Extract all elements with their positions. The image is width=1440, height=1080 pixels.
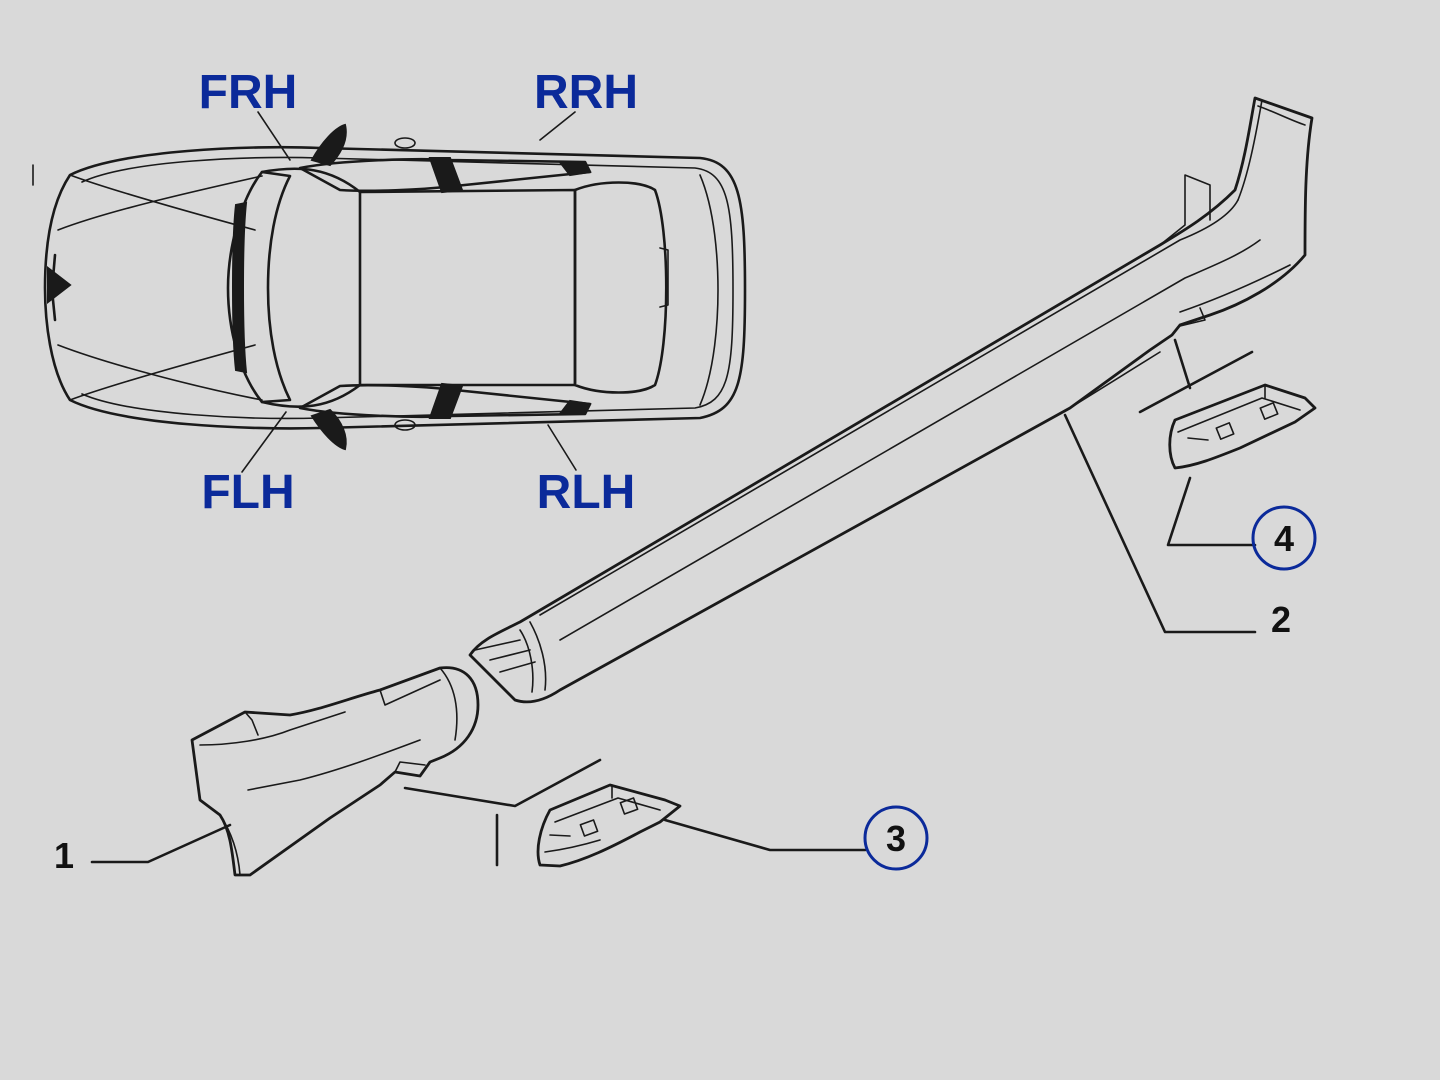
part-number-4: 4: [1274, 518, 1294, 559]
car-top-view: [32, 111, 747, 473]
mounting-bracket-4: [1168, 383, 1317, 470]
sill-panel-main: [468, 96, 1314, 704]
position-labels: FRH RRH FLH RLH: [199, 66, 638, 519]
mounting-bracket-3: [536, 783, 682, 868]
part-number-2: 2: [1271, 599, 1291, 640]
part-numbers: 1 2 3 4: [54, 505, 1317, 876]
part-number-1: 1: [54, 835, 74, 876]
callout-circle-3: [863, 805, 929, 871]
label-rear-left: RLH: [537, 466, 636, 519]
label-rear-right: RRH: [534, 66, 638, 119]
label-front-left: FLH: [201, 466, 294, 519]
part-number-3: 3: [886, 818, 906, 859]
label-front-right: FRH: [199, 66, 298, 119]
callout-circle-4: [1251, 505, 1317, 571]
sill-panel-front-section: [190, 666, 480, 877]
leader-lines: [90, 338, 1257, 867]
